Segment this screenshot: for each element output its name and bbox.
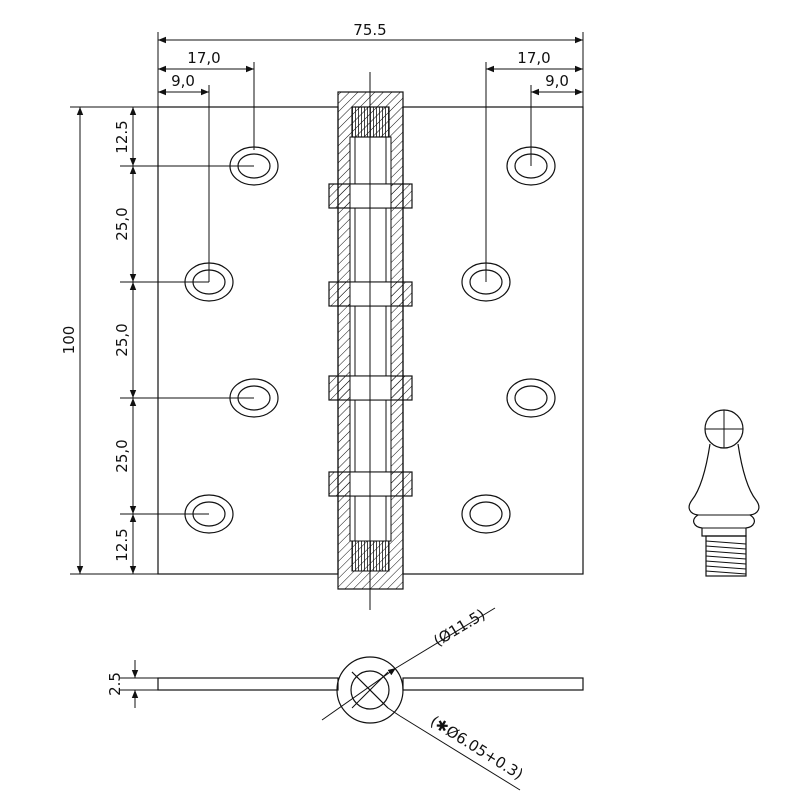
right-screw-holes — [461, 146, 556, 534]
pitch-1-label: 25,0 — [113, 207, 131, 240]
pitch-2-label: 25,0 — [113, 323, 131, 356]
pin-circle — [350, 670, 390, 710]
screw-hole-inner — [514, 385, 548, 411]
screw-hole — [461, 494, 511, 534]
finial-body — [688, 443, 760, 537]
screw-hole-inner — [469, 501, 503, 527]
height-total-label: 100 — [60, 326, 78, 355]
pitch-top-label: 12.5 — [113, 120, 131, 153]
screw-hole — [506, 378, 556, 418]
thickness-label: 2.5 — [106, 672, 124, 696]
knuckle-outer — [336, 656, 404, 724]
overall-width-label: 75.5 — [353, 21, 386, 39]
left-screw-holes — [184, 146, 279, 534]
offset-left-small-label: 9,0 — [171, 72, 195, 90]
finial-tip — [688, 409, 760, 577]
top-dimensions: 75.5 17,0 9,0 17,0 9,0 — [157, 21, 584, 282]
offset-left-large-label: 17,0 — [187, 49, 220, 67]
pitch-bottom-label: 12.5 — [113, 528, 131, 561]
section-right-leaf — [402, 677, 584, 691]
section-left-leaf — [157, 677, 339, 691]
hinge-top-section-view: 2.5 (Ø11.5) (✱Ø6.05+0.3) — [106, 605, 584, 791]
offset-right-small-label: 9,0 — [545, 72, 569, 90]
left-dimensions: 100 12.5 25,0 25,0 25,0 12.5 — [60, 106, 254, 575]
pin-diameter-label: (✱Ø6.05+0.3) — [427, 712, 526, 783]
hinge-front-view — [157, 72, 584, 610]
right-leaf — [402, 106, 584, 575]
knuckle-diameter-label: (Ø11.5) — [430, 605, 488, 650]
offset-right-large-label: 17,0 — [517, 49, 550, 67]
pitch-3-label: 25,0 — [113, 439, 131, 472]
knuckle-barrel — [328, 72, 413, 610]
